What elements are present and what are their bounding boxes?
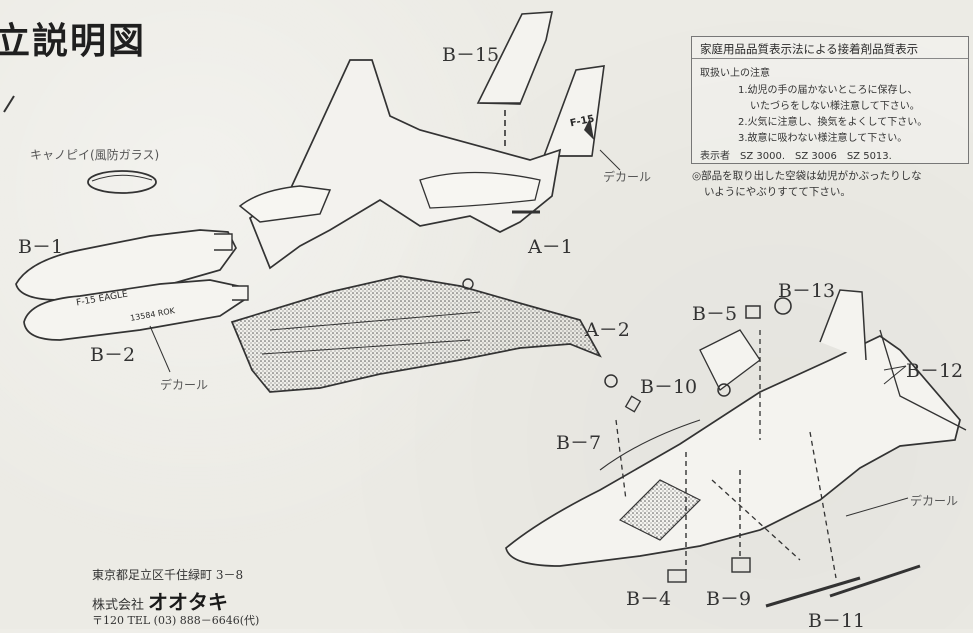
part-b1: [15, 229, 237, 301]
label-b10: B－10: [640, 376, 698, 398]
company-address: 東京都足立区千住緑町 3－8: [92, 568, 244, 582]
part-b15: [476, 11, 554, 150]
label-b9: B－9: [706, 588, 752, 610]
bag-note-line-1: ◎部品を取り出した空袋は幼児がかぶったりしな: [692, 170, 922, 182]
notice-line-5: 3.故意に吸わない様注意して下さい。: [738, 133, 908, 144]
page-title: 立説明図: [0, 21, 147, 62]
part-a2: [230, 275, 602, 393]
company-prefix: 株式会社: [92, 598, 145, 613]
label-b4: B－4: [626, 588, 672, 610]
decal-label-right: デカール: [910, 494, 959, 508]
label-a1: A－1: [528, 236, 573, 258]
company-name: オオタキ: [148, 590, 229, 614]
part-a1: [238, 59, 562, 270]
notice-line-3: いたづらをしない様注意して下さい。: [750, 101, 920, 112]
label-b13: B－13: [778, 280, 836, 302]
decal-label-left: デカール: [160, 378, 209, 392]
notice-line-2: 1.幼児の手の届かないところに保存し、: [738, 85, 918, 96]
label-b1: B－1: [18, 236, 64, 258]
part-b2: [23, 279, 249, 373]
notice-heading: 家庭用品品質表示法による接着剤品質表示: [700, 42, 919, 56]
decal-label-top: デカール: [603, 170, 652, 184]
label-b12: B－12: [906, 360, 964, 382]
label-b15: B－15: [442, 44, 500, 66]
company-tel: 〒120 TEL (03) 888－6646(代): [92, 614, 260, 627]
adhesive-notice-box: 家庭用品品質表示法による接着剤品質表示 取扱い上の注意 1.幼児の手の届かないと…: [691, 36, 969, 164]
notice-line-4: 2.火気に注意し、換気をよくして下さい。: [738, 117, 928, 128]
canopy-part: [87, 170, 157, 194]
label-b11: B－11: [808, 610, 866, 632]
assembled-aircraft: [505, 289, 967, 608]
notice-line-6: 表示者 SZ 3000. SZ 3006 SZ 5013.: [700, 151, 892, 162]
notice-divider: [692, 58, 968, 59]
bag-note-line-2: いようにやぶりすてて下さい。: [704, 186, 851, 198]
label-b2: B－2: [90, 344, 136, 366]
label-b5: B－5: [692, 303, 738, 325]
canopy-label: キャノピイ(風防ガラス): [30, 148, 160, 162]
label-a2: A－2: [585, 319, 630, 341]
company-name-line: 株式会社オオタキ: [92, 586, 228, 615]
label-b7: B－7: [556, 432, 602, 454]
notice-line-1: 取扱い上の注意: [700, 68, 770, 79]
